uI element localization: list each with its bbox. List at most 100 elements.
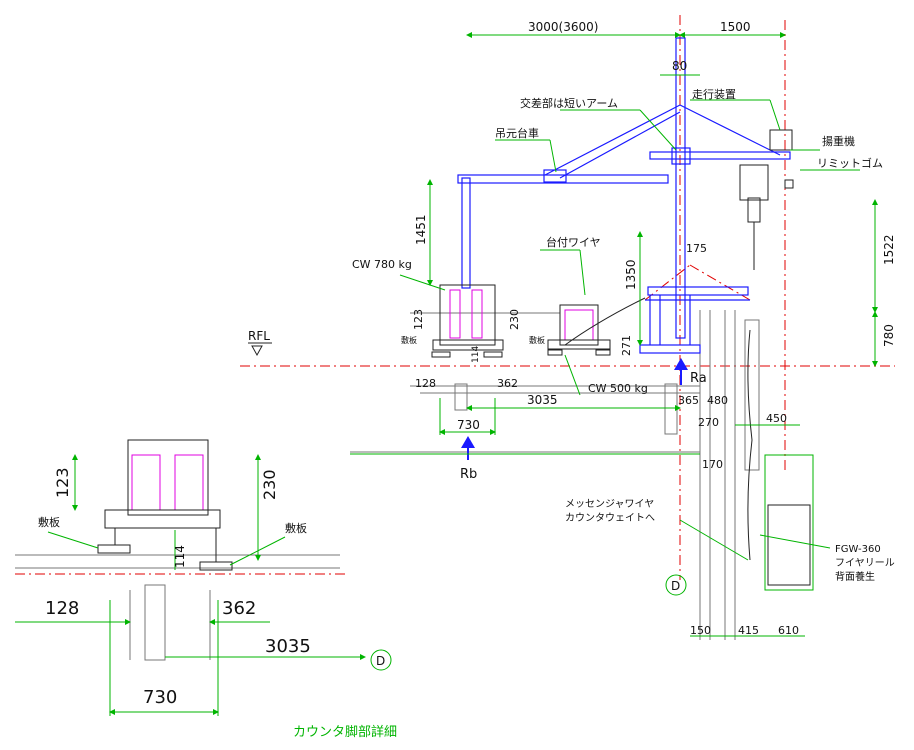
leader-cw780 <box>399 274 446 291</box>
detail-label-shikiita-right: 敷板 <box>285 521 307 535</box>
dim-170: 170 <box>702 458 723 471</box>
wall-panel <box>744 319 760 471</box>
cw500-foot-left <box>547 349 563 356</box>
detail-cw-plates-a <box>131 454 161 511</box>
cw500-foot-right <box>595 349 611 356</box>
reel-frame <box>767 504 811 586</box>
detail-label-shikiita-left: 敷板 <box>38 515 60 529</box>
label-travel-unit: 走行装置 <box>692 88 736 101</box>
leader-wire-b <box>579 249 586 296</box>
cw780-frame <box>439 284 496 346</box>
leader-fgw <box>759 534 831 549</box>
dim-128: 128 <box>415 377 436 390</box>
mast-joint <box>671 147 691 165</box>
label-messenger: メッセンジャワイヤ <box>565 498 654 510</box>
left-post <box>461 177 471 289</box>
main-elevation: 3000(3600) 1500 80 交差部は短いアーム 走行装置 吊元台車 揚… <box>240 15 896 640</box>
detail-axis-d-circle <box>370 649 392 671</box>
dim-270: 270 <box>698 416 719 429</box>
dim-1451: 1451 <box>414 214 428 245</box>
label-ra: Ra <box>690 371 707 386</box>
base-frame <box>647 286 749 296</box>
label-axis-d: D <box>671 579 680 593</box>
dim-610: 610 <box>778 624 799 637</box>
detail-dim-230: 230 <box>260 469 279 500</box>
cw780-plates-a <box>449 289 461 339</box>
label-fgw-cover: 背面養生 <box>835 570 875 583</box>
hoist-body <box>739 164 769 201</box>
beam-section-left <box>454 383 468 411</box>
dim-114: 114 <box>471 346 481 363</box>
travel-unit-box <box>769 129 793 151</box>
cw780-plates-b <box>471 289 483 339</box>
limit-rubber-block <box>784 179 794 189</box>
beam-section-right <box>664 383 678 435</box>
dim-175: 175 <box>686 242 707 255</box>
detail-title: カウンタ脚部詳細 <box>293 724 397 740</box>
detail-cw-base <box>104 509 221 529</box>
leader-messenger <box>679 519 749 561</box>
label-fgw-model: FGW-360 <box>835 544 881 555</box>
detail-cw-frame <box>127 439 209 516</box>
hoist-hook <box>747 197 761 223</box>
brace-dashed-b <box>689 264 751 301</box>
dim-365: 365 <box>678 394 699 407</box>
rear-boom <box>457 174 669 184</box>
detail-label-axis-d: D <box>376 654 385 668</box>
dim-123: 123 <box>412 309 425 330</box>
leader-travel-b <box>769 99 781 131</box>
dim-80: 80 <box>672 59 687 73</box>
detail-cw-plates-b <box>174 454 204 511</box>
label-to-cw: カウンタウェイトへ <box>565 512 655 524</box>
brace-dashed-a <box>644 264 691 301</box>
rfl-triangle <box>251 345 263 357</box>
base-foot <box>639 344 701 354</box>
label-hoist: 揚重機 <box>822 134 855 148</box>
detail-dim-3035: 3035 <box>265 636 311 657</box>
dim-1522: 1522 <box>882 234 896 265</box>
dim-415: 415 <box>738 624 759 637</box>
wire-with-base <box>564 297 646 346</box>
ra-arrow <box>674 358 688 385</box>
detail-dim-362: 362 <box>222 598 256 619</box>
label-shikiita-b: 敷板 <box>529 335 545 345</box>
dim-1350: 1350 <box>624 259 638 290</box>
dim-480: 480 <box>707 394 728 407</box>
detail-leader-right <box>229 536 286 566</box>
trolley-body <box>543 169 567 183</box>
cw780-base <box>432 339 504 351</box>
detail-leader-left <box>47 531 99 549</box>
label-shikiita-a: 敷板 <box>401 335 417 345</box>
label-wire-with-base: 台付ワイヤ <box>546 235 601 249</box>
dim-362: 362 <box>497 377 518 390</box>
label-rb: Rb <box>460 467 477 482</box>
detail-dim-123: 123 <box>53 467 72 498</box>
label-short-arm: 交差部は短いアーム <box>520 96 618 110</box>
leader-short-arm-b <box>639 109 677 151</box>
label-cw500: CW 500 kg <box>588 382 648 395</box>
label-fgw-reel: フイヤリール <box>835 558 895 569</box>
axis-d-circle <box>665 574 687 596</box>
cw780-foot-left <box>431 351 451 358</box>
rb-arrow <box>461 436 475 460</box>
detail-dim-730: 730 <box>143 687 177 708</box>
dim-1500: 1500 <box>720 20 751 34</box>
detail-dim-128: 128 <box>45 598 79 619</box>
label-trolley: 吊元台車 <box>495 126 539 140</box>
front-boom <box>649 151 791 160</box>
dim-230: 230 <box>508 309 521 330</box>
label-limit-rubber: リミットゴム <box>817 156 883 170</box>
detail-view: 123 230 敷板 敷板 114 128 362 3035 730 D カウン… <box>15 439 397 740</box>
dim-150: 150 <box>690 624 711 637</box>
detail-dim-114: 114 <box>173 545 187 568</box>
detail-foot-right <box>199 561 233 571</box>
dim-3035: 3035 <box>527 393 558 407</box>
front-stay <box>679 104 781 156</box>
reel-guard <box>764 454 814 591</box>
rear-stay <box>544 104 681 176</box>
detail-foot-left <box>97 544 131 554</box>
leader-cw500 <box>564 354 581 396</box>
dim-271: 271 <box>620 335 633 356</box>
label-rfl: RFL <box>248 329 270 343</box>
